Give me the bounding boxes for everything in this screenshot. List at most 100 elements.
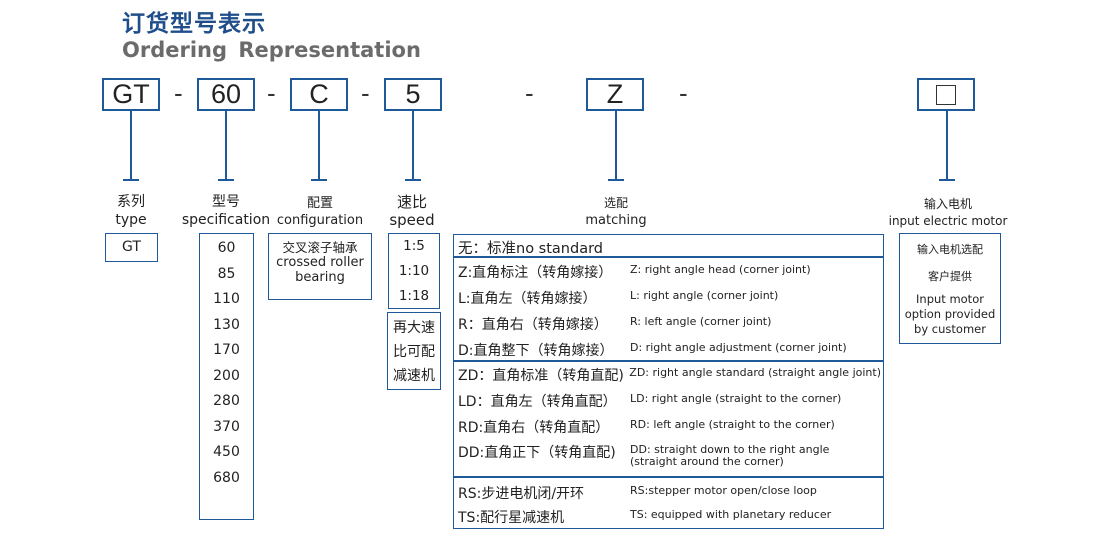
matching-row-en: RS:stepper motor open/close loop (630, 484, 817, 497)
spec-value: 60 (217, 240, 236, 256)
label-config-en: configuration (276, 213, 364, 228)
motor-box: 输入电机选配 客户提供 Input motor option provided … (899, 233, 1001, 344)
matching-row: D:直角整下（转角嫁接） D: right angle adjustment (… (458, 340, 881, 360)
label-speed-en: speed (389, 211, 435, 229)
dash-5: - (679, 78, 688, 108)
config-box-cn: 交叉滚子轴承 (282, 240, 358, 255)
matching-row: DD:直角正下（转角直配) DD: straight down to the r… (458, 442, 881, 468)
matching-row-en: Z: right angle head (corner joint) (630, 263, 811, 276)
motor-box-en3: by customer (914, 322, 986, 336)
matching-row: 无：标准no standard (458, 237, 881, 258)
connector-cap-motor (939, 179, 955, 181)
matching-row-en: TS: equipped with planetary reducer (630, 508, 832, 521)
matching-row: L:直角左（转角嫁接） L: right angle (corner joint… (458, 288, 881, 308)
matching-row: RS:步进电机闭/开环 RS:stepper motor open/close … (458, 483, 881, 503)
config-box: 交叉滚子轴承 crossed roller bearing (268, 233, 372, 300)
label-config: 配置 configuration (270, 195, 370, 229)
label-speed-cn: 速比 (396, 193, 427, 211)
matching-row: Z:直角标注（转角嫁接） Z: right angle head (corner… (458, 262, 881, 282)
matching-box: 无：标准no standard Z:直角标注（转角嫁接） Z: right an… (453, 234, 884, 529)
matching-row-en: RD: left angle (straight to the corner) (630, 418, 835, 431)
spec-list: 60 85 110 130 170 200 280 370 450 680 (199, 233, 254, 520)
label-speed: 速比 speed (384, 193, 440, 229)
spec-value: 680 (213, 469, 240, 486)
matching-row-en: R: left angle (corner joint) (630, 315, 772, 328)
label-series-en: type (115, 212, 147, 228)
matching-row-cn: R：直角右（转角嫁接） (458, 317, 608, 333)
label-config-cn: 配置 (306, 196, 333, 211)
motor-box-cn2: 客户提供 (928, 270, 972, 283)
matching-row-cn: D:直角整下（转角嫁接） (458, 343, 614, 359)
config-box-en2: bearing (295, 270, 345, 285)
dash-1: - (174, 78, 183, 108)
speed-note-line: 比可配 (393, 344, 435, 360)
dash-2: - (267, 78, 276, 108)
label-matching: 选配 matching (575, 195, 657, 229)
dash-3: - (361, 78, 370, 108)
speed-note-box: 再大速 比可配 减速机 (387, 312, 441, 390)
spec-value: 130 (213, 316, 240, 333)
matching-row-en: L: right angle (corner joint) (630, 289, 779, 302)
speed-value: 1:5 (403, 238, 425, 254)
connector-cap-spec (218, 179, 234, 181)
label-motor-cn: 输入电机 (923, 197, 972, 211)
matching-row: ZD：直角标准（转角直配) ZD: right angle standard (… (458, 365, 881, 385)
matching-row-cn: ZD：直角标准（转角直配) (458, 368, 624, 384)
matching-row-cn: DD:直角正下（转角直配) (458, 445, 616, 461)
motor-box-en2: option provided (904, 307, 996, 321)
speed-note-line: 减速机 (393, 368, 435, 384)
spec-value: 450 (213, 444, 240, 460)
spec-value: 280 (213, 393, 240, 409)
title-en: Ordering Representation (122, 38, 421, 62)
matching-row-cn: 无：标准no standard (458, 241, 603, 257)
spec-value: 85 (217, 265, 236, 282)
matching-row-cn: TS:配行星减速机 (458, 510, 565, 526)
connector-speed (412, 111, 414, 180)
code-box-matching: Z (586, 78, 644, 111)
matching-row-en: D: right angle adjustment (corner joint) (630, 341, 847, 354)
matching-row-en2: (straight around the corner) (630, 455, 784, 468)
series-box: GT (105, 233, 158, 262)
connector-motor (946, 111, 948, 180)
connector-matching (615, 111, 617, 180)
matching-row-cn: Z:直角标注（转角嫁接） (458, 265, 613, 281)
label-motor-en: input electric motor (888, 214, 1008, 228)
code-box-motor (917, 78, 975, 111)
title-cn: 订货型号表示 (122, 11, 266, 37)
spec-value: 170 (213, 342, 240, 358)
label-spec-en: specification (181, 212, 271, 228)
code-box-series: GT (102, 78, 160, 111)
matching-row-cn: L:直角左（转角嫁接） (458, 291, 597, 307)
connector-cap-config (311, 179, 327, 181)
matching-separator (454, 476, 883, 478)
matching-row-en: ZD: right angle standard (straight angle… (629, 366, 881, 379)
empty-square-icon (936, 84, 956, 105)
code-box-ratio: 5 (384, 78, 442, 111)
code-box-bearing: C (290, 78, 348, 111)
matching-row-en-group: DD: straight down to the right angle (st… (630, 442, 829, 468)
label-series-cn: 系列 (117, 194, 145, 210)
matching-row: R：直角右（转角嫁接） R: left angle (corner joint) (458, 314, 881, 334)
speed-list: 1:5 1:10 1:18 (388, 233, 440, 309)
label-series: 系列 type (100, 193, 162, 229)
matching-row-cn: RS:步进电机闭/开环 (458, 486, 585, 502)
spec-value: 110 (213, 291, 240, 307)
matching-separator (454, 256, 883, 258)
matching-row-cn: LD：直角左（转角直配） (458, 394, 617, 410)
speed-value: 1:18 (398, 288, 430, 304)
matching-row-cn: RD:直角右（转角直配） (458, 420, 610, 436)
connector-cap-series (123, 179, 139, 181)
motor-box-cn1: 输入电机选配 (917, 243, 983, 256)
matching-separator (454, 360, 883, 362)
matching-row-en: LD: right angle (straight to the corner) (630, 392, 842, 405)
label-spec: 型号 specification (180, 193, 272, 229)
speed-note-line: 再大速 (393, 320, 435, 336)
label-spec-cn: 型号 (212, 194, 240, 210)
matching-row: RD:直角右（转角直配） RD: left angle (straight to… (458, 417, 881, 437)
connector-cap-matching (608, 179, 624, 181)
spec-value: 200 (213, 367, 240, 384)
dash-4: - (525, 78, 534, 108)
motor-box-en1: Input motor (916, 292, 984, 306)
matching-row: TS:配行星减速机 TS: equipped with planetary re… (458, 507, 881, 527)
spec-value: 370 (213, 418, 240, 435)
